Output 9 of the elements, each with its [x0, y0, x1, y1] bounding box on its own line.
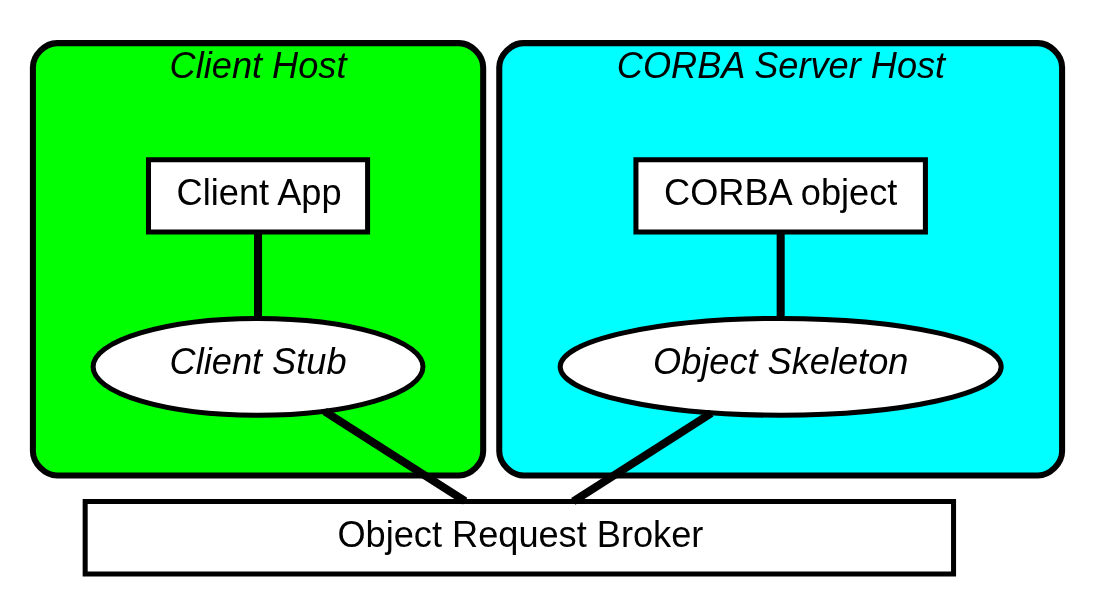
connector — [254, 232, 263, 318]
node-ellipse: Client Stub — [90, 315, 426, 418]
node-box: Client App — [145, 156, 371, 235]
connector — [571, 409, 714, 505]
connector — [322, 407, 468, 505]
connector — [776, 232, 785, 318]
node-ellipse: Object Skeleton — [557, 315, 1004, 418]
node-box: CORBA object — [633, 156, 928, 235]
node-box: Object Request Broker — [82, 498, 957, 576]
